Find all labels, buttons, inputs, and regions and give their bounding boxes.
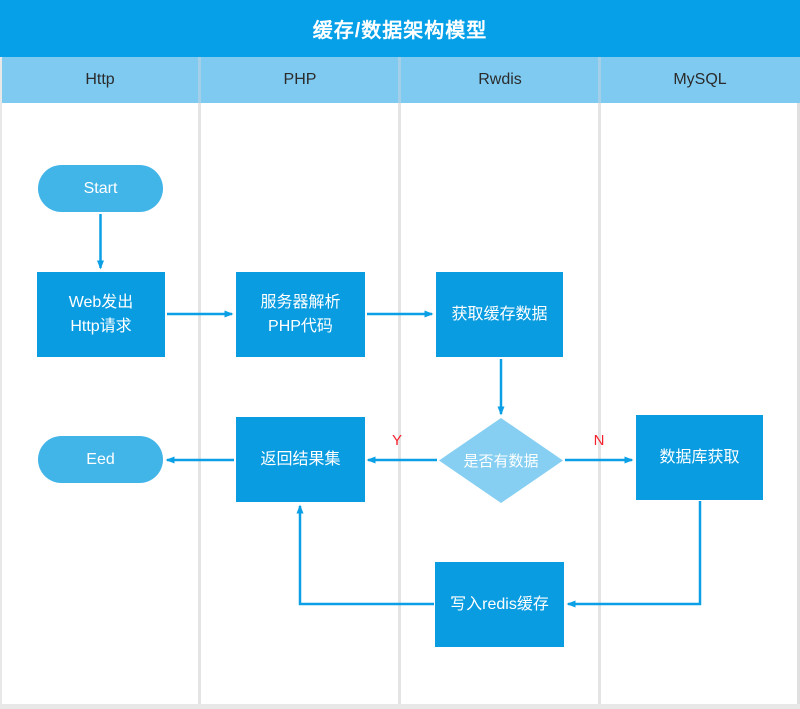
lane-header-rwdis: Rwdis [478, 71, 522, 88]
lane-header-http: Http [85, 71, 115, 88]
node-start: Start [38, 165, 163, 212]
edge-redis-to-result [296, 504, 434, 606]
lane-header-php: PHP [283, 71, 317, 88]
node-return-result: 返回结果集 [236, 417, 365, 502]
lane-header-mysql: MySQL [673, 71, 727, 88]
lane-divider [198, 57, 201, 103]
lane-divider [598, 103, 601, 704]
frame-border-bottom [0, 704, 800, 709]
edge-label-no: N [593, 432, 605, 449]
edge-label-yes: Y [391, 432, 402, 449]
node-has-data-decision: 是否有数据 [439, 418, 563, 503]
edge-db-to-redis [566, 501, 702, 608]
node-db-fetch: 数据库获取 [636, 415, 763, 500]
lane-divider [398, 57, 401, 103]
lane-divider [598, 57, 601, 103]
diagram-title: 缓存/数据架构模型 [312, 20, 488, 42]
node-get-cache: 获取缓存数据 [436, 272, 563, 357]
lane-divider [398, 103, 401, 704]
node-end: Eed [38, 436, 163, 483]
diagram-title-bar: 缓存/数据架构模型 [0, 0, 800, 57]
node-write-redis: 写入redis缓存 [435, 562, 564, 647]
frame-border-right [797, 103, 800, 704]
lane-divider [198, 103, 201, 704]
node-web-request: Web发出 Http请求 [37, 272, 165, 357]
frame-border-left [0, 57, 2, 705]
node-php-parse: 服务器解析 PHP代码 [236, 272, 365, 357]
